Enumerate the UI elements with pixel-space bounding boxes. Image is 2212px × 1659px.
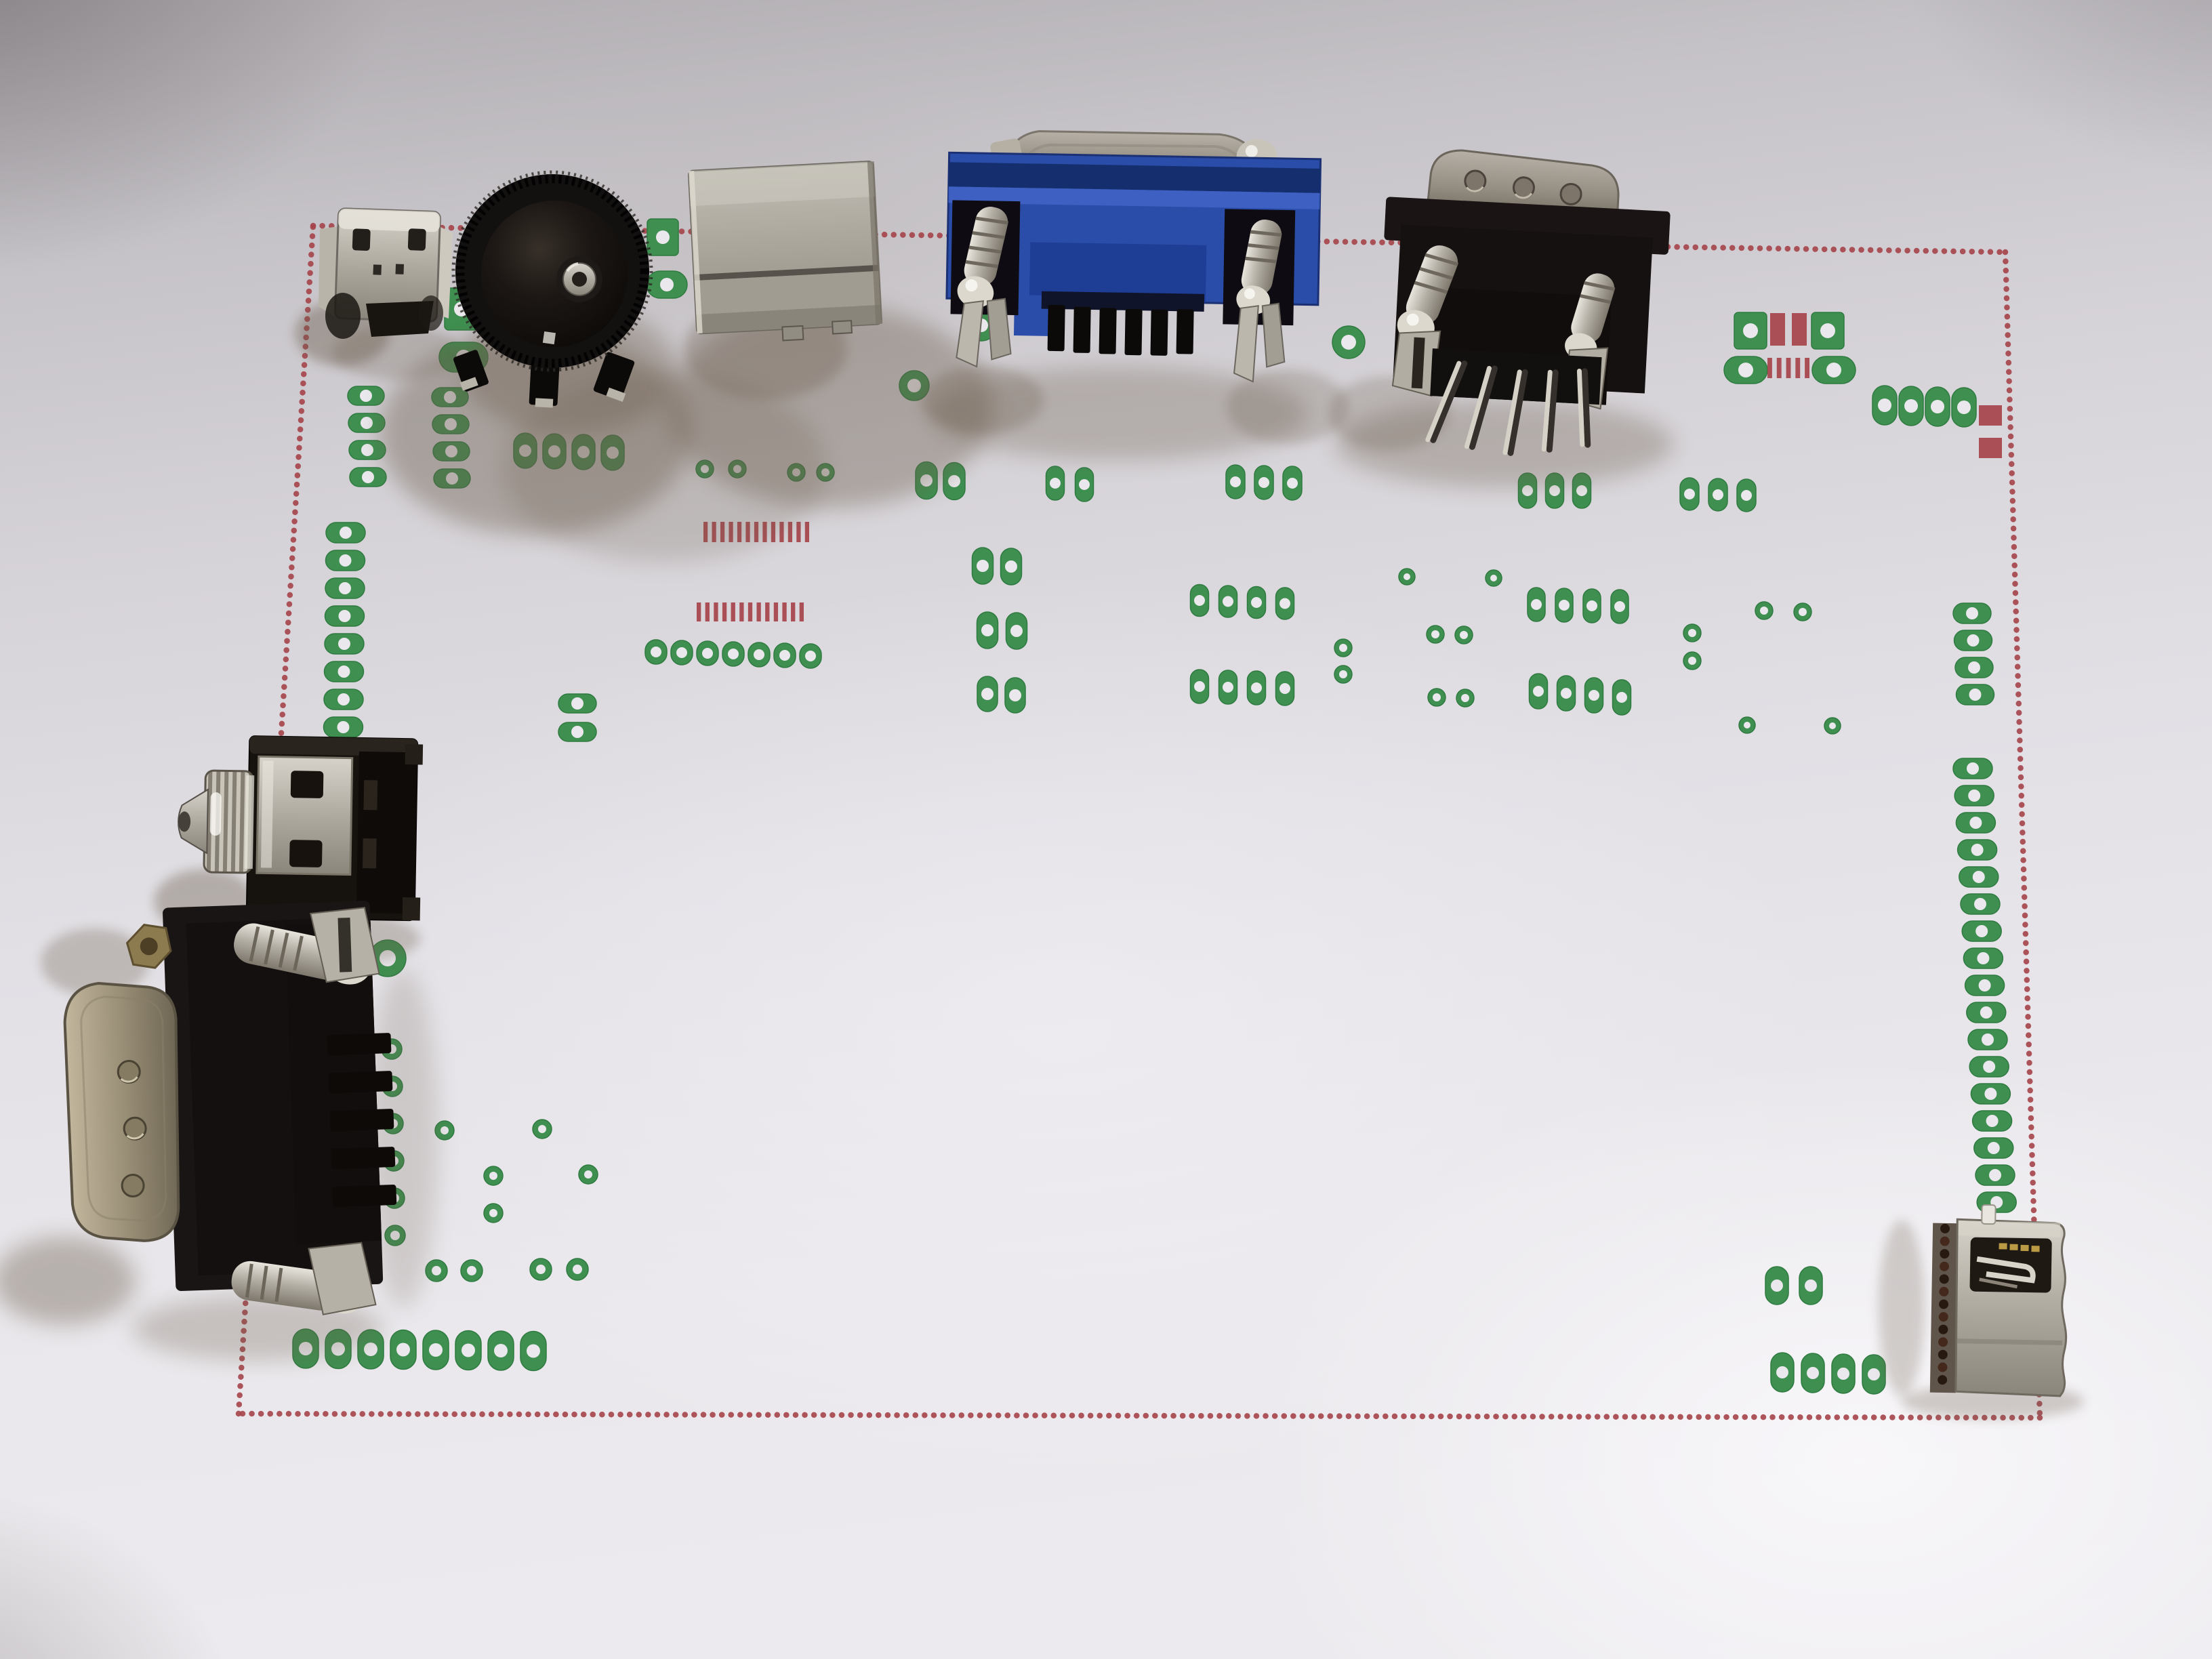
db9-connector-bottom (63, 901, 397, 1315)
db9-pins (1425, 361, 1591, 456)
jack-metal-plate (255, 755, 354, 876)
db9b-pins (327, 1033, 397, 1208)
audio-jack (178, 735, 424, 922)
vga-left-screw (957, 207, 1008, 308)
thumbwheel-potentiometer (451, 170, 653, 408)
mount-tab (781, 325, 804, 342)
micro-usb-left-flange (319, 226, 339, 319)
usb-b-connector (687, 160, 883, 342)
wheel-marker (542, 331, 556, 345)
knurled-edge (455, 174, 649, 368)
mount-tab (832, 320, 853, 335)
db9-dshell-face (63, 982, 180, 1242)
micro-usb-connector (319, 207, 453, 339)
cast-shadows (0, 298, 2084, 1419)
db9-connector-top (1384, 149, 1671, 456)
microsd-pins (1938, 1223, 1950, 1385)
vga-connector (945, 130, 1322, 383)
vga-pins (1047, 304, 1194, 356)
microsd-slot (1929, 1204, 2068, 1397)
card-spring (1976, 1256, 2036, 1284)
jack-barrel-tip (178, 788, 209, 855)
